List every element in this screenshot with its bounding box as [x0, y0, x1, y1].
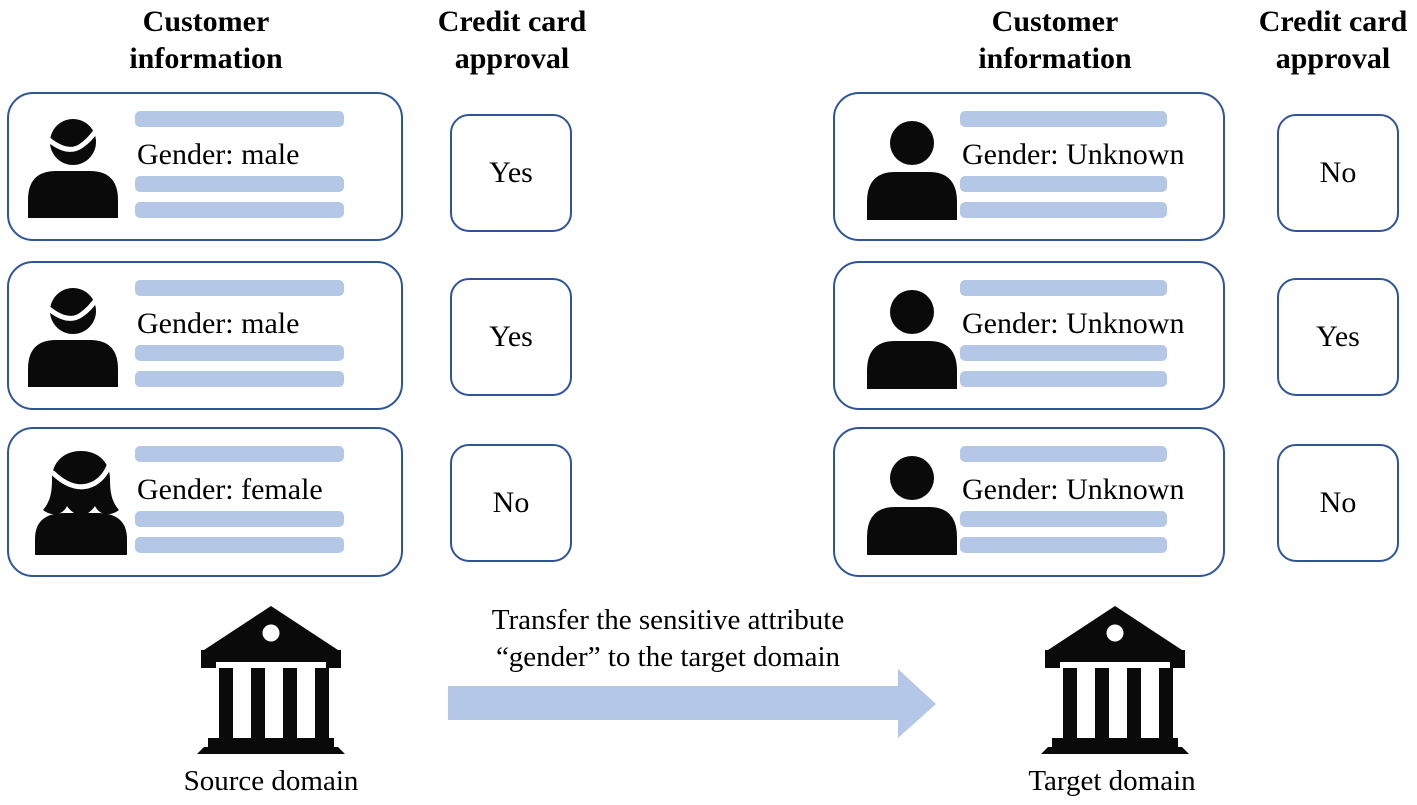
redacted-info-bar	[960, 371, 1167, 387]
approval-text: No	[1319, 486, 1357, 519]
bank-icon-target	[1041, 606, 1189, 754]
redacted-info-bar	[135, 280, 344, 296]
approval-box: No	[1277, 444, 1399, 562]
gender-text: Gender: male	[137, 307, 300, 340]
redacted-info-bar	[960, 202, 1167, 218]
redacted-info-bar	[135, 446, 344, 462]
approval-box: Yes	[1277, 278, 1399, 396]
female-person-icon	[35, 451, 127, 555]
gender-text: Gender: male	[137, 138, 300, 171]
approval-text: Yes	[1316, 320, 1360, 353]
approval-box: Yes	[450, 278, 572, 396]
redacted-info-bar	[960, 345, 1167, 361]
redacted-info-bar	[135, 371, 344, 387]
customer-card: Gender: Unknown	[833, 92, 1225, 241]
redacted-info-bar	[135, 511, 344, 527]
gender-text: Gender: Unknown	[962, 307, 1185, 340]
target-customer-information-header: Customer information	[978, 5, 1132, 75]
redacted-info-bar	[960, 280, 1167, 296]
approval-text: No	[1319, 156, 1357, 189]
person-icon	[867, 121, 957, 220]
customer-card: Gender: Unknown	[833, 427, 1225, 577]
redacted-info-bar	[960, 511, 1167, 527]
approval-text: Yes	[489, 320, 533, 353]
redacted-info-bar	[960, 446, 1167, 462]
source-domain-label: Source domain	[183, 765, 359, 797]
gender-text: Gender: Unknown	[962, 138, 1185, 171]
gender-text: Gender: female	[137, 473, 323, 506]
approval-box: No	[1277, 114, 1399, 232]
redacted-info-bar	[135, 176, 344, 192]
male-person-icon	[28, 119, 118, 218]
approval-box: Yes	[450, 114, 572, 232]
approval-text: Yes	[489, 156, 533, 189]
target-domain-label: Target domain	[1028, 765, 1196, 797]
source-credit-card-approval-header: Credit card approval	[437, 5, 587, 75]
bank-icon-source	[197, 606, 345, 754]
redacted-info-bar	[960, 111, 1167, 127]
transfer-caption-line2: “gender” to the target domain	[495, 641, 841, 673]
transfer-caption-line1: Transfer the sensitive attribute	[491, 604, 845, 636]
gender-text: Gender: Unknown	[962, 473, 1185, 506]
person-icon	[867, 456, 957, 555]
customer-card: Gender: female	[7, 427, 403, 577]
redacted-info-bar	[135, 111, 344, 127]
source-customer-information-header: Customer information	[129, 5, 283, 75]
customer-card: Gender: male	[7, 261, 403, 410]
customer-card: Gender: male	[7, 92, 403, 241]
male-person-icon	[28, 288, 118, 387]
redacted-info-bar	[960, 176, 1167, 192]
person-icon	[867, 290, 957, 389]
redacted-info-bar	[135, 345, 344, 361]
target-credit-card-approval-header: Credit card approval	[1258, 5, 1408, 75]
redacted-info-bar	[135, 537, 344, 553]
approval-text: No	[492, 486, 530, 519]
redacted-info-bar	[135, 202, 344, 218]
approval-box: No	[450, 444, 572, 562]
customer-card: Gender: Unknown	[833, 261, 1225, 410]
transfer-caption: Transfer the sensitive attribute “gender…	[443, 602, 893, 676]
redacted-info-bar	[960, 537, 1167, 553]
right-arrow-icon	[448, 669, 936, 738]
